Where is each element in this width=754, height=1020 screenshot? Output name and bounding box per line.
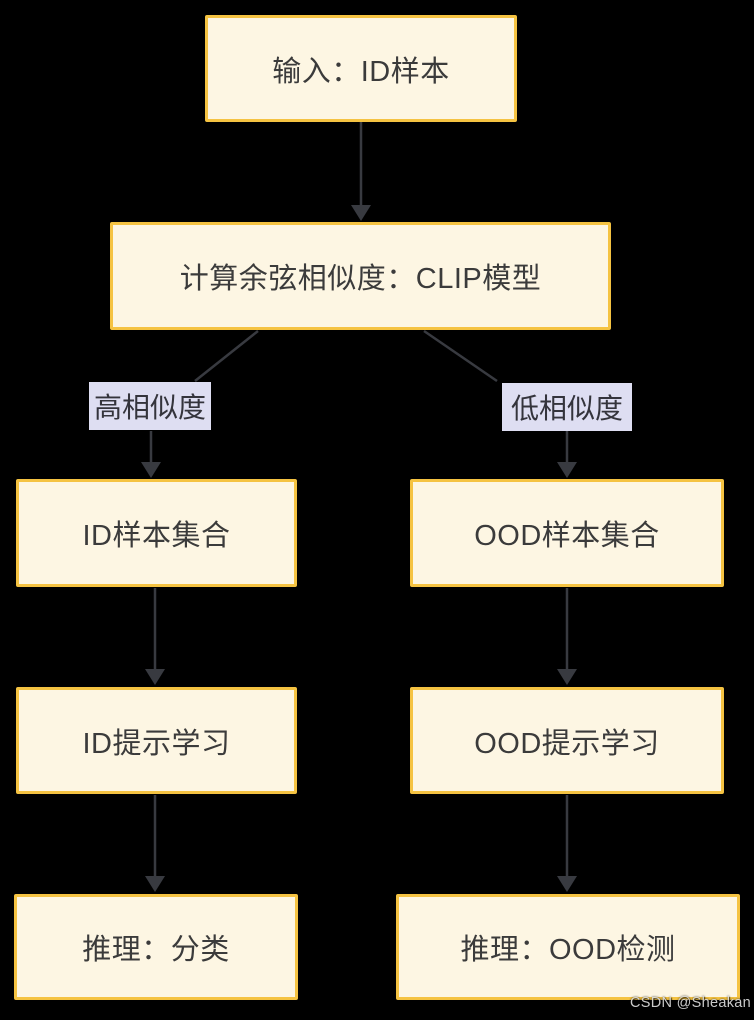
node-ood-sample-set: OOD样本集合 xyxy=(410,479,724,587)
edge-clip-to-low-label xyxy=(423,329,498,383)
node-ood-prompt-learning-label: OOD提示学习 xyxy=(474,727,660,760)
node-inference-classification: 推理：分类 xyxy=(14,894,298,1000)
node-ood-sample-set-label: OOD样本集合 xyxy=(474,520,660,552)
node-clip-similarity: 计算余弦相似度：CLIP模型 xyxy=(110,222,611,330)
edge-label-low-similarity-text: 低相似度 xyxy=(510,393,623,424)
node-inference-ood-detection: 推理：OOD检测 xyxy=(396,894,740,1000)
edge-clip-to-high-label xyxy=(194,330,259,382)
node-id-prompt-learning: ID提示学习 xyxy=(16,687,297,794)
node-id-prompt-learning-label: ID提示学习 xyxy=(82,727,231,760)
edge-id-set-to-id-prompt xyxy=(145,588,165,685)
node-inference-classification-label: 推理：分类 xyxy=(82,934,230,966)
edge-label-high-similarity: 高相似度 xyxy=(89,382,211,430)
node-input-label: 输入：ID样本 xyxy=(272,55,450,88)
node-inference-ood-detection-label: 推理：OOD检测 xyxy=(460,934,676,966)
edge-label-high-similarity-text: 高相似度 xyxy=(93,392,206,423)
node-ood-prompt-learning: OOD提示学习 xyxy=(410,687,724,794)
node-clip-similarity-label: 计算余弦相似度：CLIP模型 xyxy=(179,263,542,295)
edge-id-prompt-to-id-infer xyxy=(145,795,165,892)
edge-label-low-similarity: 低相似度 xyxy=(502,383,632,431)
node-input: 输入：ID样本 xyxy=(205,15,517,122)
edge-input-to-clip xyxy=(351,122,371,221)
edge-low-label-to-ood-set xyxy=(557,430,577,478)
node-id-sample-set-label: ID样本集合 xyxy=(82,520,231,552)
edge-ood-prompt-to-ood-infer xyxy=(557,795,577,892)
edge-ood-set-to-ood-prompt xyxy=(557,588,577,685)
csdn-watermark: CSDN @Sheakan xyxy=(630,995,751,1011)
node-id-sample-set: ID样本集合 xyxy=(16,479,297,587)
edge-high-label-to-id-set xyxy=(141,431,161,478)
